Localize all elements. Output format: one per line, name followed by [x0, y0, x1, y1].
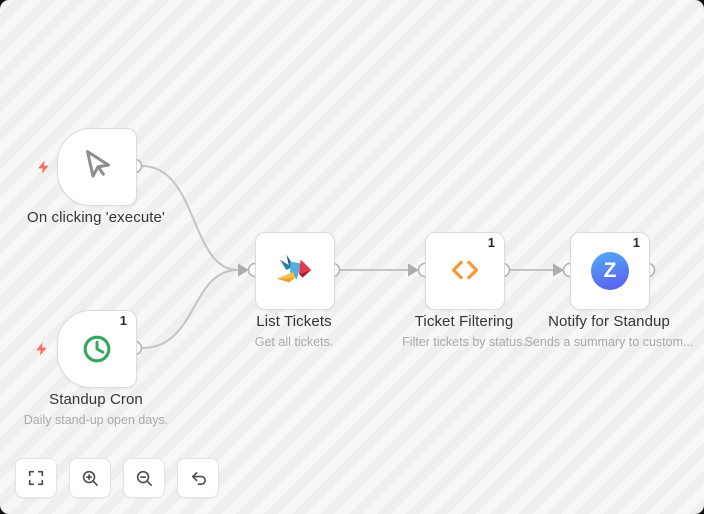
node-manual-trigger[interactable]: On clicking 'execute'	[27, 128, 165, 226]
mouse-pointer-icon	[86, 150, 111, 178]
node-title: List Tickets	[256, 313, 332, 330]
node-subtitle: Get all tickets.	[254, 335, 334, 349]
node-body[interactable]: 1	[425, 232, 505, 310]
trigger-bolt-icon	[38, 160, 49, 174]
fit-view-button[interactable]	[15, 458, 57, 498]
connection-manual-trigger-to-list-tickets[interactable]	[141, 165, 239, 271]
zoom-in-button[interactable]	[69, 458, 111, 498]
node-list-tickets[interactable]: List Tickets Get all tickets.	[255, 232, 335, 349]
trigger-bolt-icon	[36, 342, 47, 356]
node-body[interactable]	[57, 128, 137, 206]
connection-standup-cron-to-list-tickets[interactable]	[141, 269, 239, 349]
connection-arrowhead	[238, 263, 249, 277]
node-subtitle: Daily stand-up open days.	[23, 413, 169, 427]
items-count-badge: 1	[487, 235, 495, 250]
freshdesk-bird-icon	[276, 254, 312, 283]
node-title: Standup Cron	[49, 391, 143, 408]
node-body[interactable]: 1	[57, 310, 137, 388]
items-count-badge: 1	[119, 313, 127, 328]
zoom-out-button[interactable]	[123, 458, 165, 498]
node-title: Notify for Standup	[548, 313, 670, 330]
zoom-out-icon	[136, 470, 152, 486]
node-ticket-filtering[interactable]: 1 Ticket Filtering Filter tickets by sta…	[402, 232, 526, 349]
node-subtitle: Sends a summary to custom...	[524, 335, 694, 349]
node-notify-standup[interactable]: 1 Z Notify for Standup Sends a summary t…	[525, 232, 693, 349]
undo-icon	[191, 471, 206, 485]
fit-view-icon	[28, 470, 44, 486]
node-standup-cron[interactable]: 1 Standup Cron Daily stand-up open days.	[24, 310, 168, 427]
node-title: On clicking 'execute'	[27, 209, 165, 226]
node-subtitle: Filter tickets by status.	[402, 335, 526, 349]
zulip-letter: Z	[603, 259, 617, 282]
undo-button[interactable]	[177, 458, 219, 498]
zoom-in-icon	[82, 470, 98, 486]
node-title: Ticket Filtering	[414, 313, 514, 330]
node-body[interactable]: 1 Z	[570, 232, 650, 310]
code-brackets-icon	[451, 260, 479, 280]
items-count-badge: 1	[632, 235, 640, 250]
canvas-controls	[15, 458, 219, 498]
zulip-icon: Z	[591, 252, 629, 290]
clock-icon	[83, 335, 111, 363]
node-body[interactable]	[255, 232, 335, 310]
